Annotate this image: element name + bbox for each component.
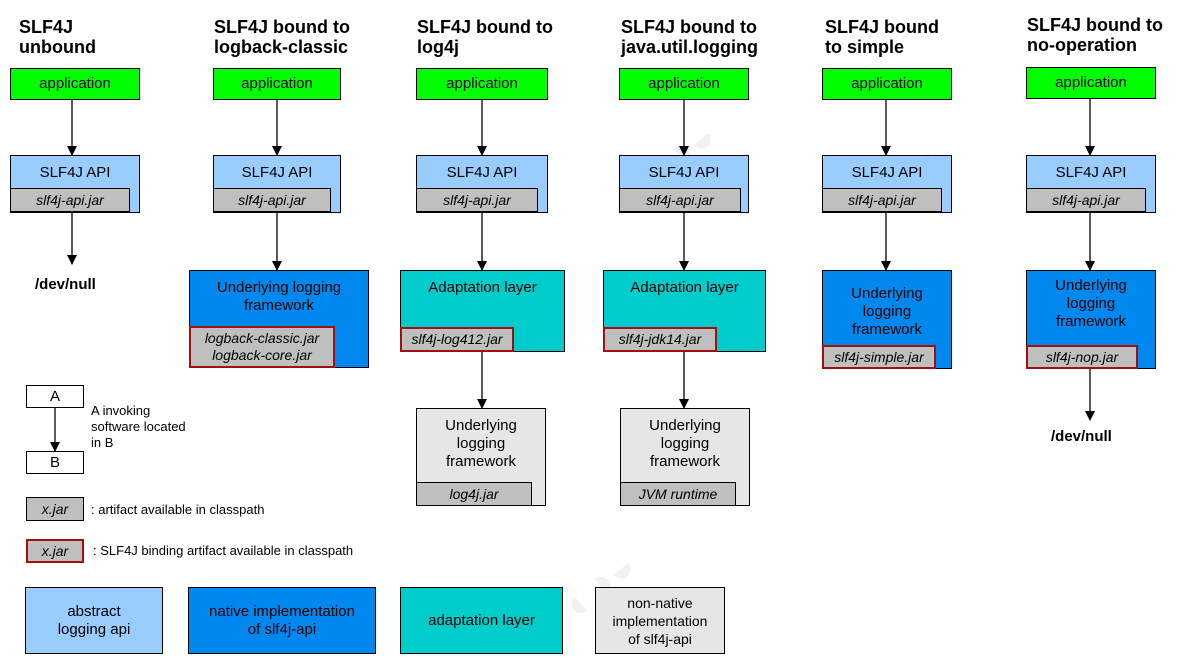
column-title-simple: SLF4J bound to simple: [825, 17, 939, 57]
legend-binding-text: : SLF4J binding artifact available in cl…: [93, 543, 354, 558]
legend-adaptation-layer: adaptation layer: [400, 587, 563, 654]
column-title-logback: SLF4J bound to logback-classic: [214, 17, 350, 57]
slf4j-api-label: SLF4J API: [39, 164, 111, 181]
legend-box-b: B: [26, 451, 84, 474]
dev-null-target: /dev/null: [1051, 428, 1112, 445]
native-implementation-label: Underlying logging framework: [216, 279, 342, 314]
slf4j-api-jar: slf4j-api.jar: [416, 188, 538, 212]
slf4j-api-label: SLF4J API: [851, 164, 923, 181]
legend-jar-swatch: x.jar: [26, 497, 84, 521]
application-box: application: [213, 68, 341, 100]
binding-jar-logback: logback-classic.jar logback-core.jar: [189, 326, 335, 368]
application-box: application: [619, 68, 749, 100]
native-implementation-label: Underlying logging framework: [1055, 277, 1127, 330]
legend-binding-swatch: x.jar: [26, 539, 84, 563]
column-title-nop: SLF4J bound to no-operation: [1027, 15, 1163, 55]
binding-jar-jdk14: slf4j-jdk14.jar: [603, 327, 717, 352]
slf4j-api-jar: slf4j-api.jar: [213, 188, 331, 212]
non-native-implementation-label: Underlying logging framework: [445, 417, 517, 470]
legend-native-implementation: native implementation of slf4j-api: [188, 587, 376, 654]
binding-jar-log412: slf4j-log412.jar: [400, 327, 514, 352]
legend-non-native-implementation: non-native implementation of slf4j-api: [595, 587, 725, 654]
slf4j-api-jar: slf4j-api.jar: [619, 188, 741, 212]
adaptation-layer-label: Adaptation layer: [428, 279, 537, 296]
application-box: application: [416, 68, 548, 100]
application-box: application: [822, 68, 952, 100]
jvm-runtime-jar: JVM runtime: [620, 482, 736, 506]
adaptation-layer-label: Adaptation layer: [630, 279, 739, 296]
slf4j-api-label: SLF4J API: [648, 164, 720, 181]
binding-jar-simple: slf4j-simple.jar: [822, 345, 936, 369]
dev-null-target: /dev/null: [35, 276, 96, 293]
native-implementation-label: Underlying logging framework: [851, 285, 923, 338]
column-title-log4j: SLF4J bound to log4j: [417, 17, 553, 57]
slf4j-api-jar: slf4j-api.jar: [1026, 188, 1146, 212]
legend-box-a: A: [26, 385, 84, 408]
column-title-unbound: SLF4J unbound: [19, 17, 96, 57]
slf4j-api-label: SLF4J API: [446, 164, 518, 181]
slf4j-api-jar: slf4j-api.jar: [822, 188, 942, 212]
slf4j-api-label: SLF4J API: [241, 164, 313, 181]
log4j-jar: log4j.jar: [416, 482, 532, 506]
non-native-implementation-label: Underlying logging framework: [649, 417, 721, 470]
slf4j-api-jar: slf4j-api.jar: [10, 188, 130, 212]
column-title-jul: SLF4J bound to java.util.logging: [621, 17, 759, 57]
legend-invoke-text: A invoking software located in B: [91, 403, 186, 450]
application-box: application: [10, 68, 140, 100]
application-box: application: [1026, 67, 1156, 99]
slf4j-api-label: SLF4J API: [1055, 164, 1127, 181]
binding-jar-nop: slf4j-nop.jar: [1026, 345, 1138, 369]
legend-abstract-api: abstract logging api: [25, 587, 163, 654]
legend-jar-text: : artifact available in classpath: [91, 502, 265, 517]
